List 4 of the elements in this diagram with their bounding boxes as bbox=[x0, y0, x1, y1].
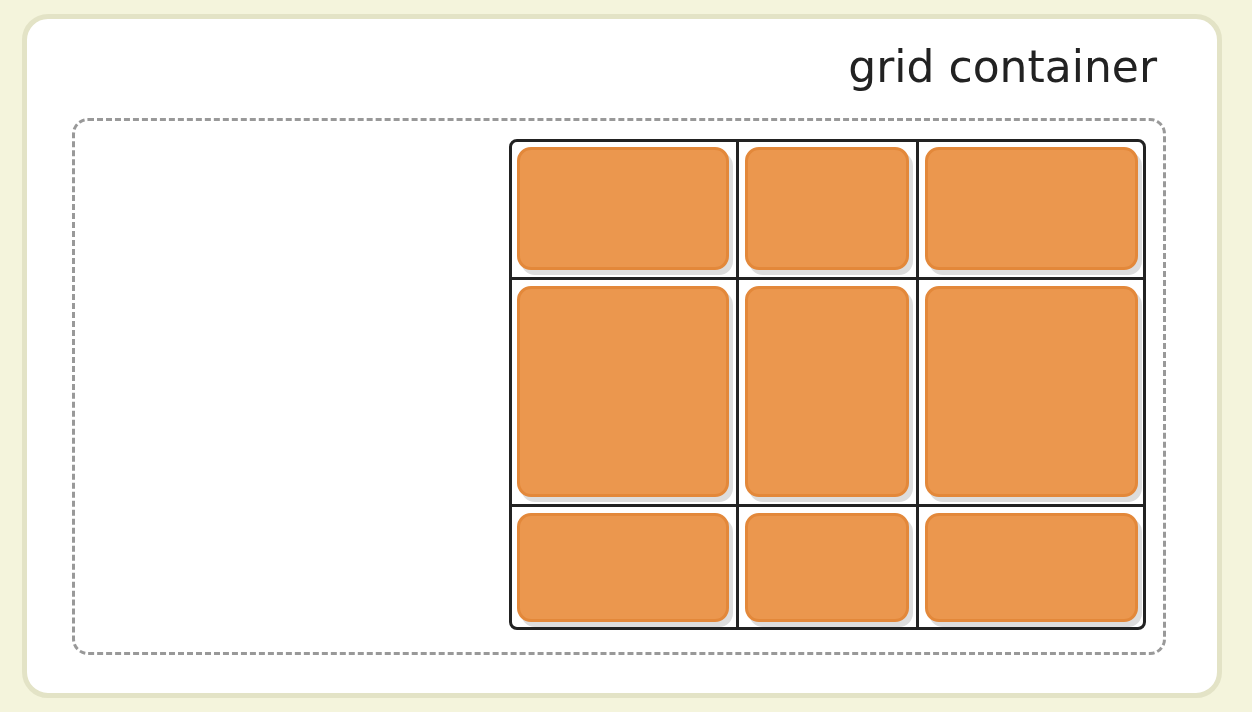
container-card bbox=[22, 14, 1222, 698]
grid-outline bbox=[509, 139, 1146, 630]
container-heading: grid container bbox=[848, 41, 1157, 92]
dashed-container-outline bbox=[72, 118, 1166, 655]
